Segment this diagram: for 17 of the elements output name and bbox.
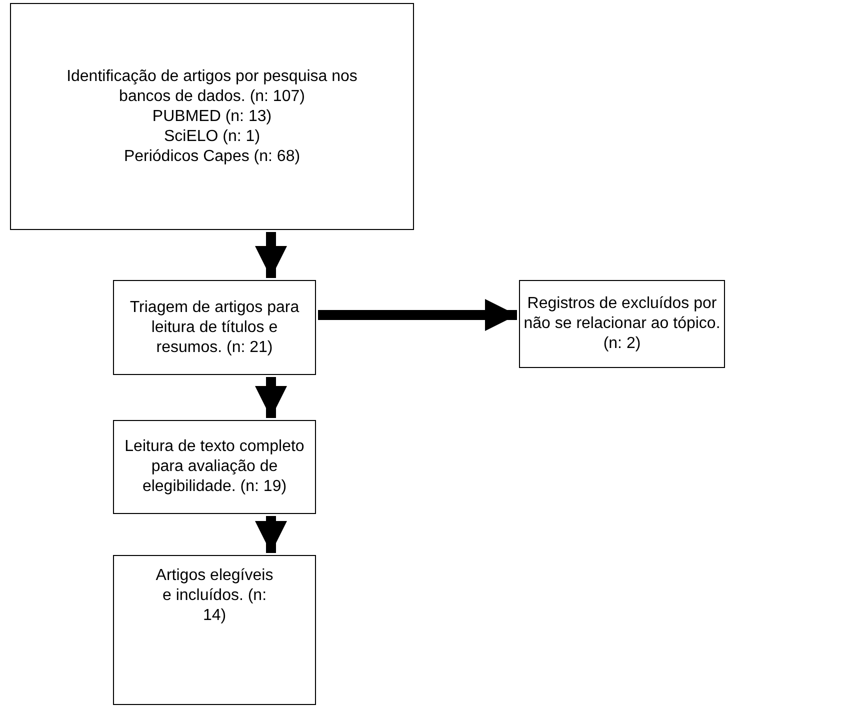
box-text: PUBMED (n: 13) (152, 106, 272, 126)
process-box (113, 555, 316, 705)
arrow (255, 516, 287, 553)
box-text: Registros de excluídos por não se relacionar ao tópico. (n: 2) (522, 294, 722, 354)
box-text: Triagem de artigos para leitura de títulos e resumos. (n: 21) (128, 298, 300, 358)
box-text: Periódicos Capes (n: 68) (124, 146, 300, 166)
box-text: Leitura de texto completo para avaliação de elegibilidade. (n: 19) (124, 437, 306, 497)
box-text: SciELO (n: 1) (164, 126, 260, 146)
arrow (255, 377, 287, 418)
arrow (318, 299, 517, 331)
process-box (10, 3, 414, 230)
box-text: Identificação de artigos por pesquisa nos bancos de dados. (n: 107) (66, 66, 358, 106)
arrow (255, 232, 287, 278)
process-box (113, 420, 316, 514)
process-box (519, 280, 725, 368)
box-text: Artigos elegíveis e incluídos. (n: 14) (154, 566, 274, 626)
process-box (113, 280, 316, 375)
